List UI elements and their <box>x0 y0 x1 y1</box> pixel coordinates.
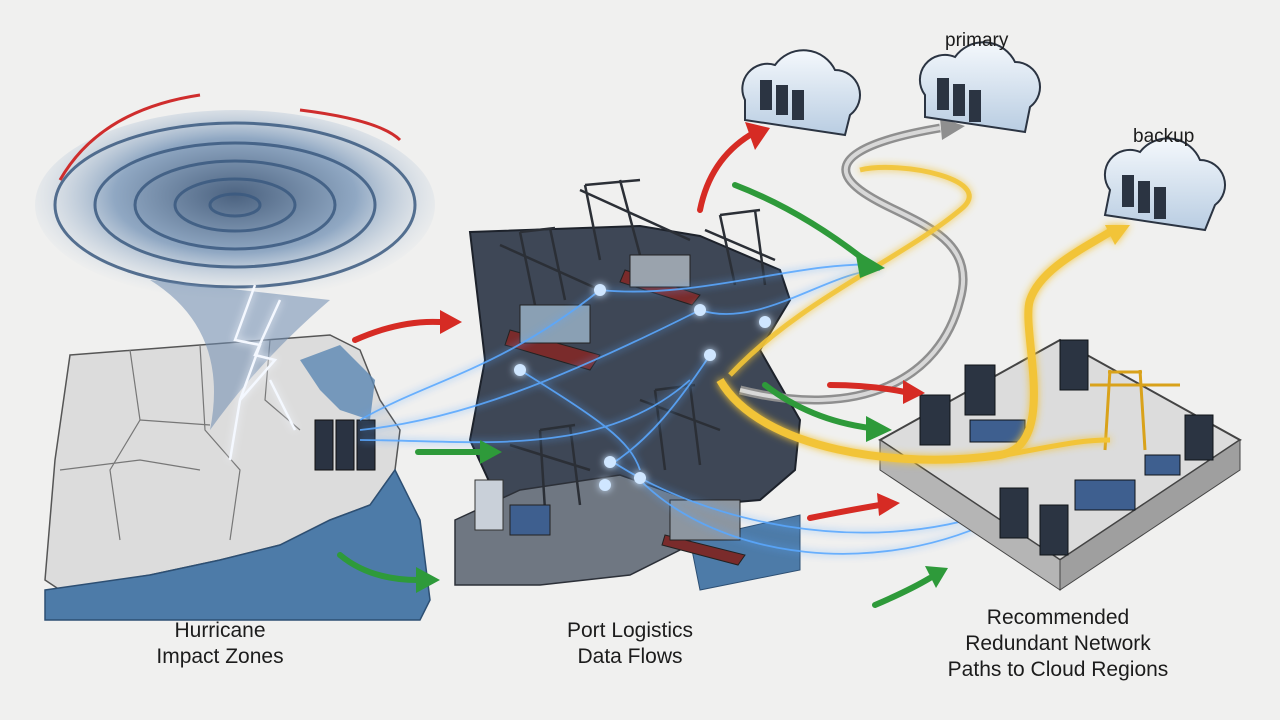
hurricane-impact-label: Hurricane Impact Zones <box>120 618 320 670</box>
backup-region-label: backup <box>1133 126 1195 147</box>
server-rack-icon <box>474 479 551 536</box>
cloud-datacenter-zone <box>878 338 1242 591</box>
port-label-line-2: Data Flows <box>577 645 683 668</box>
safe-arrows <box>337 182 933 608</box>
server-rack-icon <box>314 419 376 471</box>
data-flow-nodes <box>514 284 771 491</box>
server-rack-icon <box>969 419 1181 511</box>
cloud-server-icon-backup <box>1103 137 1226 232</box>
backup-network-path <box>716 164 1130 464</box>
threat-arrowheads <box>440 122 925 516</box>
hurricane-label-line-1: Hurricane <box>174 619 266 642</box>
cloud-paths-label: Recommended Redundant Network Paths to C… <box>908 605 1208 683</box>
data-flow-lines <box>359 263 1006 555</box>
cloud-label-line-2: Redundant Network <box>965 632 1151 655</box>
crane-icon <box>499 178 776 511</box>
hurricane-label-line-2: Impact Zones <box>156 645 284 668</box>
lightning-icon <box>228 284 297 461</box>
cloud-label-line-3: Paths to Cloud Regions <box>947 658 1169 681</box>
safe-arrowheads <box>416 250 948 593</box>
hurricane-zone <box>35 93 435 621</box>
cloud-server-icon <box>741 49 861 137</box>
ocean <box>44 468 431 621</box>
port-landmass <box>468 224 802 522</box>
port-logistics-zone <box>359 178 1006 591</box>
server-rack-icon <box>919 339 1214 556</box>
primary-region-label: primary <box>945 30 1009 51</box>
crane-icon <box>1090 369 1180 451</box>
threat-arrows <box>352 132 908 521</box>
port-label-line-1: Port Logistics <box>566 619 694 642</box>
cloud-server-icon-primary <box>918 41 1041 134</box>
primary-network-path <box>738 118 968 405</box>
port-logistics-label: Port Logistics Data Flows <box>520 618 740 670</box>
state-borders <box>59 339 301 541</box>
cloud-label-line-1: Recommended <box>986 606 1130 629</box>
hurricane-icon <box>35 93 435 430</box>
